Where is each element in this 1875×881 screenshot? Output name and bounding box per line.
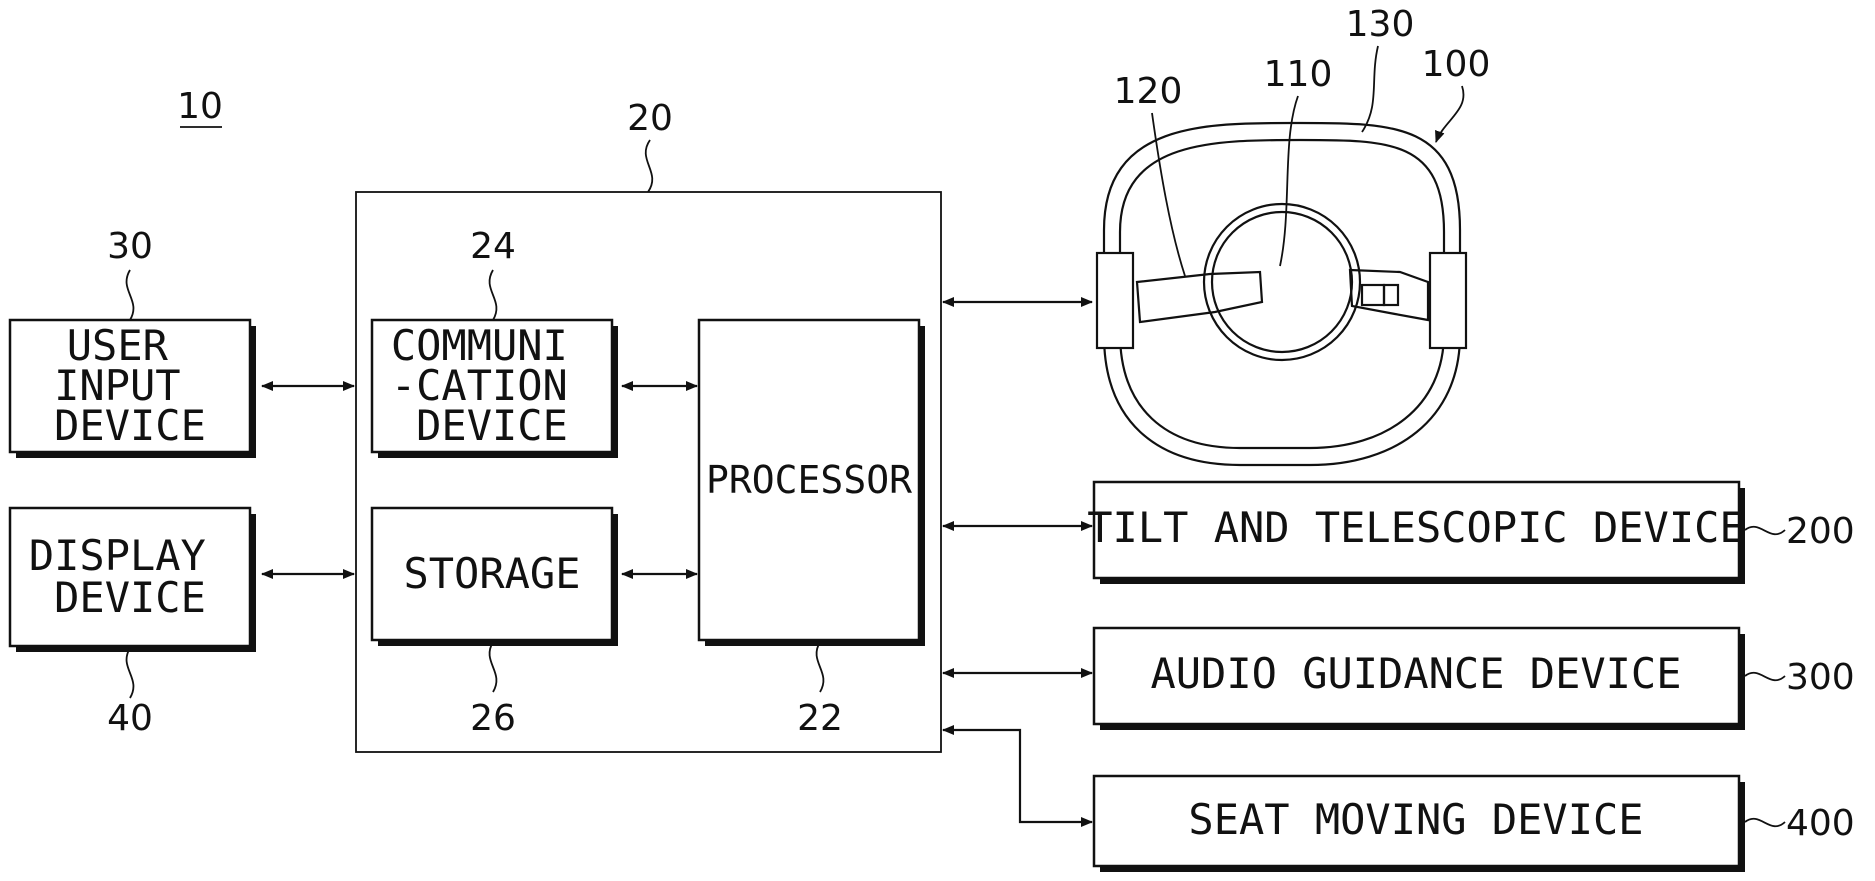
steering-spoke-left bbox=[1137, 272, 1262, 322]
steering-right-button-2 bbox=[1384, 285, 1398, 305]
steering-right-grip bbox=[1430, 253, 1466, 348]
display-device-label: DISPLAY DEVICE bbox=[29, 531, 231, 622]
controller-seat-link bbox=[943, 730, 1092, 822]
rim-leader bbox=[1362, 46, 1378, 132]
display-ref-label: 40 bbox=[107, 698, 153, 739]
steering-wheel-ref-label: 100 bbox=[1422, 44, 1491, 85]
user-input-ref-label: 30 bbox=[107, 226, 153, 267]
seat-moving-device-label: SEAT MOVING DEVICE bbox=[1188, 795, 1643, 844]
processor-label: PROCESSOR bbox=[706, 458, 912, 502]
audio-ref-label: 300 bbox=[1786, 657, 1855, 698]
user-input-device-label: USER INPUT DEVICE bbox=[54, 321, 206, 450]
tilt-leader bbox=[1745, 527, 1785, 535]
seat-leader bbox=[1745, 819, 1785, 827]
storage-label: STORAGE bbox=[403, 549, 580, 598]
user-input-leader bbox=[127, 270, 134, 320]
steering-right-button bbox=[1362, 285, 1384, 305]
steering-hub-outer bbox=[1204, 204, 1360, 360]
audio-guidance-device-label: AUDIO GUIDANCE DEVICE bbox=[1150, 649, 1681, 698]
steering-hub-inner bbox=[1212, 212, 1352, 352]
hub-ref-label: 110 bbox=[1264, 54, 1333, 95]
spoke-leader bbox=[1152, 113, 1185, 276]
rim-ref-label: 130 bbox=[1346, 4, 1415, 45]
steering-rim-outer bbox=[1104, 123, 1460, 465]
display-leader bbox=[127, 648, 134, 698]
tilt-ref-label: 200 bbox=[1786, 511, 1855, 552]
processor-ref-label: 22 bbox=[797, 698, 843, 739]
spoke-ref-label: 120 bbox=[1114, 71, 1183, 112]
controller-ref-label: 20 bbox=[627, 98, 673, 139]
steering-wheel-illustration bbox=[1097, 123, 1466, 465]
steering-wheel-ref-arrow bbox=[1436, 86, 1464, 142]
tilt-telescopic-device-label: TILT AND TELESCOPIC DEVICE bbox=[1087, 503, 1744, 552]
communication-ref-label: 24 bbox=[470, 226, 516, 267]
storage-ref-label: 26 bbox=[470, 698, 516, 739]
seat-ref-label: 400 bbox=[1786, 803, 1855, 844]
hub-leader bbox=[1280, 96, 1298, 266]
steering-left-grip bbox=[1097, 253, 1133, 348]
controller-leader bbox=[646, 140, 653, 192]
steering-rim-inner bbox=[1120, 140, 1444, 448]
communication-device-label: COMMUNI -CATION DEVICE bbox=[391, 321, 593, 450]
audio-leader bbox=[1745, 673, 1785, 681]
system-ref-label: 10 bbox=[177, 86, 223, 127]
